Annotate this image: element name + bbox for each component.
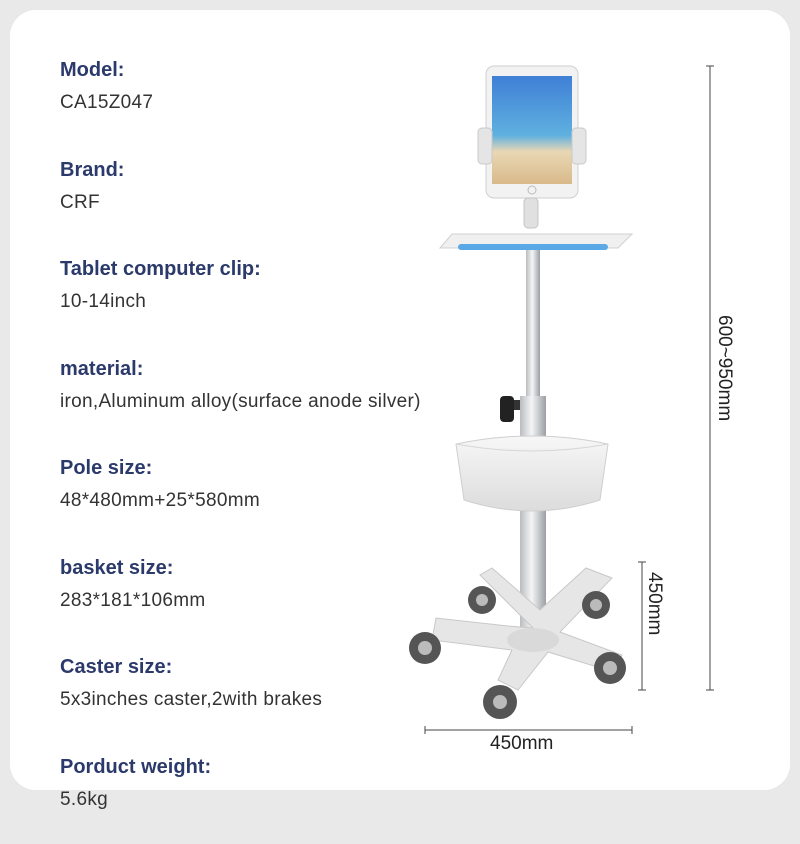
total-height-label: 600~950mm <box>713 315 735 421</box>
base-height-label: 450mm <box>643 572 665 635</box>
tray <box>440 234 632 250</box>
product-illustration <box>0 0 800 800</box>
upper-pole <box>526 250 540 400</box>
basket <box>456 436 608 511</box>
tablet <box>478 66 586 228</box>
base-width-label: 450mm <box>490 733 553 755</box>
